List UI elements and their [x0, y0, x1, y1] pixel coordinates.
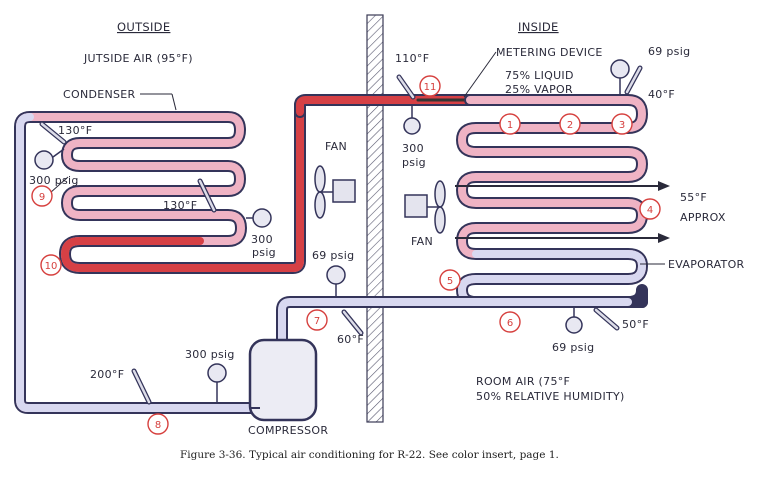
evap-psig-top: 69 psig [648, 45, 690, 58]
suction-psig: 69 psig [312, 249, 354, 262]
marker-4-label: 4 [647, 205, 653, 216]
marker-4 [639, 198, 661, 220]
meter-temp: 110°F [395, 52, 429, 65]
marker-11 [419, 75, 441, 97]
wall [366, 14, 384, 423]
compressor-label: COMPRESSOR [248, 424, 328, 437]
marker-7 [306, 309, 328, 331]
approx-label: APPROX [680, 211, 726, 224]
condenser-coil [14, 99, 306, 414]
marker-5 [439, 269, 461, 291]
marker-7-label: 7 [314, 316, 320, 327]
marker-1 [499, 113, 521, 135]
marker-8 [147, 413, 169, 435]
condenser-label: CONDENSER [63, 88, 136, 101]
meter-psig: 300 [402, 142, 424, 155]
liquid-label: 75% LIQUID [505, 69, 574, 82]
fan-outside-label: FAN [325, 140, 347, 153]
gauge-icon [252, 208, 272, 228]
vapor-label: 25% VAPOR [505, 83, 573, 96]
inside-heading: INSIDE [518, 20, 559, 34]
cond-psig-right-unit: psig [252, 246, 276, 259]
marker-10-label: 10 [45, 261, 58, 272]
state-point-markers [31, 75, 661, 435]
gauge-icon [34, 150, 54, 170]
figure-caption: Figure 3-36. Typical air conditioning fo… [180, 449, 559, 461]
cond-psig-right: 300 [251, 233, 273, 246]
marker-2-label: 2 [567, 120, 573, 131]
evap-temp-top: 40°F [648, 88, 675, 101]
gauge-icon [610, 59, 630, 79]
approx-temp-label: 55°F [680, 191, 707, 204]
marker-11-label: 11 [424, 82, 437, 93]
airflow-arrows [455, 181, 670, 243]
gauge-icon [565, 316, 583, 334]
marker-6-label: 6 [507, 318, 513, 329]
outside-air-label: JUTSIDE AIR (95°F) [83, 52, 193, 65]
fan-inside-label: FAN [411, 235, 433, 248]
evap-psig-bottom: 69 psig [552, 341, 594, 354]
liquid-line [294, 94, 476, 118]
cond-temp-mid: 130°F [163, 199, 197, 212]
gauge-icon [326, 265, 346, 285]
marker-6 [499, 311, 521, 333]
fan-inside-icon [404, 180, 446, 234]
suction-temp: 60°F [337, 333, 364, 346]
room-air-label: ROOM AIR (75°F [476, 375, 570, 388]
cond-temp-top: 130°F [58, 124, 92, 137]
marker-1-label: 1 [507, 120, 513, 131]
marker-10 [40, 254, 62, 276]
marker-5-label: 5 [447, 276, 453, 287]
meter-psig-unit: psig [402, 156, 426, 169]
marker-8-label: 8 [155, 420, 161, 431]
cond-psig-left: 300 psig [29, 174, 79, 187]
discharge-temp: 200°F [90, 368, 124, 381]
pressure-gauges [34, 59, 630, 403]
marker-3 [611, 113, 633, 135]
metering-device-label: METERING DEVICE [496, 46, 603, 59]
outside-heading: OUTSIDE [117, 20, 170, 34]
compressor [248, 338, 318, 422]
gauge-icon [207, 363, 227, 383]
marker-3-label: 3 [619, 120, 625, 131]
marker-9-label: 9 [39, 192, 45, 203]
evaporator-label: EVAPORATOR [668, 258, 745, 271]
discharge-psig: 300 psig [185, 348, 235, 361]
evap-temp-bottom: 50°F [622, 318, 649, 331]
suction-line [276, 296, 648, 351]
marker-9 [31, 185, 53, 207]
fan-outside-icon [314, 165, 356, 219]
marker-2 [559, 113, 581, 135]
room-humidity-label: 50% RELATIVE HUMIDITY) [476, 390, 625, 403]
gauge-icon [403, 117, 421, 135]
